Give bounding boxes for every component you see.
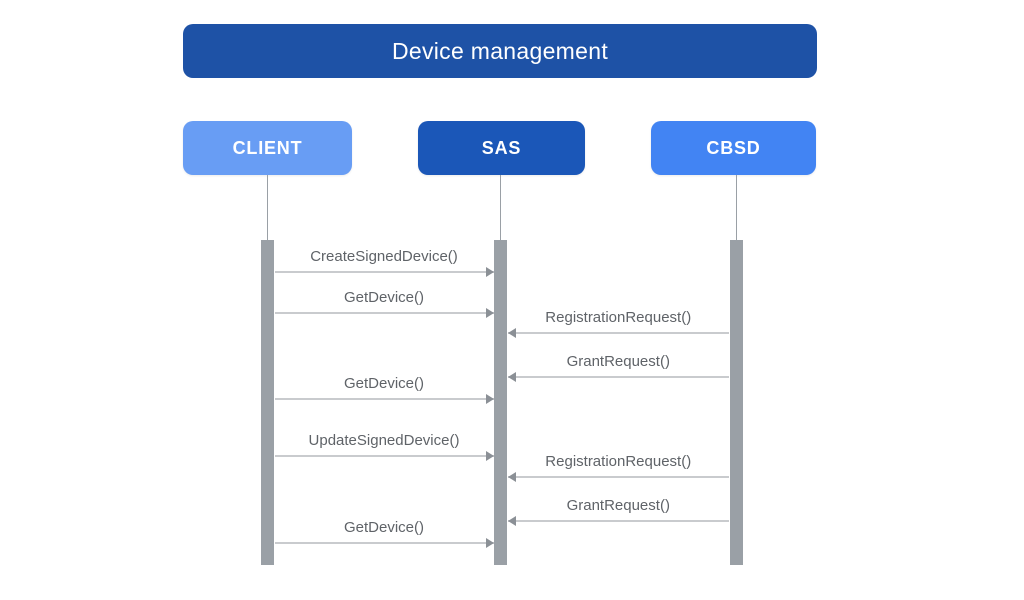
arrowhead-icon	[485, 451, 494, 461]
message-label: GetDevice()	[343, 375, 425, 392]
actor-label: CBSD	[706, 137, 761, 158]
arrowhead-icon	[507, 328, 516, 338]
message-line	[507, 376, 729, 378]
arrowhead-icon	[507, 516, 516, 526]
arrowhead-icon	[507, 372, 516, 382]
message-label: GrantRequest()	[566, 353, 670, 370]
actor-sas: SAS	[418, 121, 585, 175]
message-line	[274, 271, 494, 273]
message-label: UpdateSignedDevice()	[308, 432, 460, 449]
activation-bar	[261, 240, 274, 565]
message-label: RegistrationRequest()	[545, 309, 692, 326]
arrowhead-icon	[485, 538, 494, 548]
actor-cbsd: CBSD	[651, 121, 816, 175]
actor-client: CLIENT	[183, 121, 352, 175]
arrowhead-icon	[485, 308, 494, 318]
lifeline	[500, 175, 501, 240]
lifeline	[735, 175, 737, 240]
message-line	[274, 312, 494, 314]
arrowhead-icon	[507, 472, 516, 482]
actor-label: CLIENT	[232, 137, 303, 158]
message-line	[507, 476, 729, 478]
message-label: GetDevice()	[343, 519, 425, 536]
actor-label: SAS	[481, 137, 522, 158]
message-line	[507, 520, 729, 522]
diagram-title-bar: Device management	[183, 24, 817, 78]
message-line	[507, 332, 729, 334]
diagram-title: Device management	[391, 37, 609, 64]
lifeline	[267, 175, 268, 240]
message-label: GrantRequest()	[566, 497, 670, 514]
message-label: RegistrationRequest()	[545, 453, 692, 470]
message-line	[274, 455, 494, 457]
message-line	[274, 398, 494, 400]
message-label: GetDevice()	[343, 289, 425, 306]
activation-bar	[494, 240, 507, 565]
arrowhead-icon	[485, 267, 494, 277]
message-line	[274, 542, 494, 544]
message-label: CreateSignedDevice()	[310, 248, 458, 265]
arrowhead-icon	[485, 394, 494, 404]
activation-bar	[729, 240, 743, 565]
